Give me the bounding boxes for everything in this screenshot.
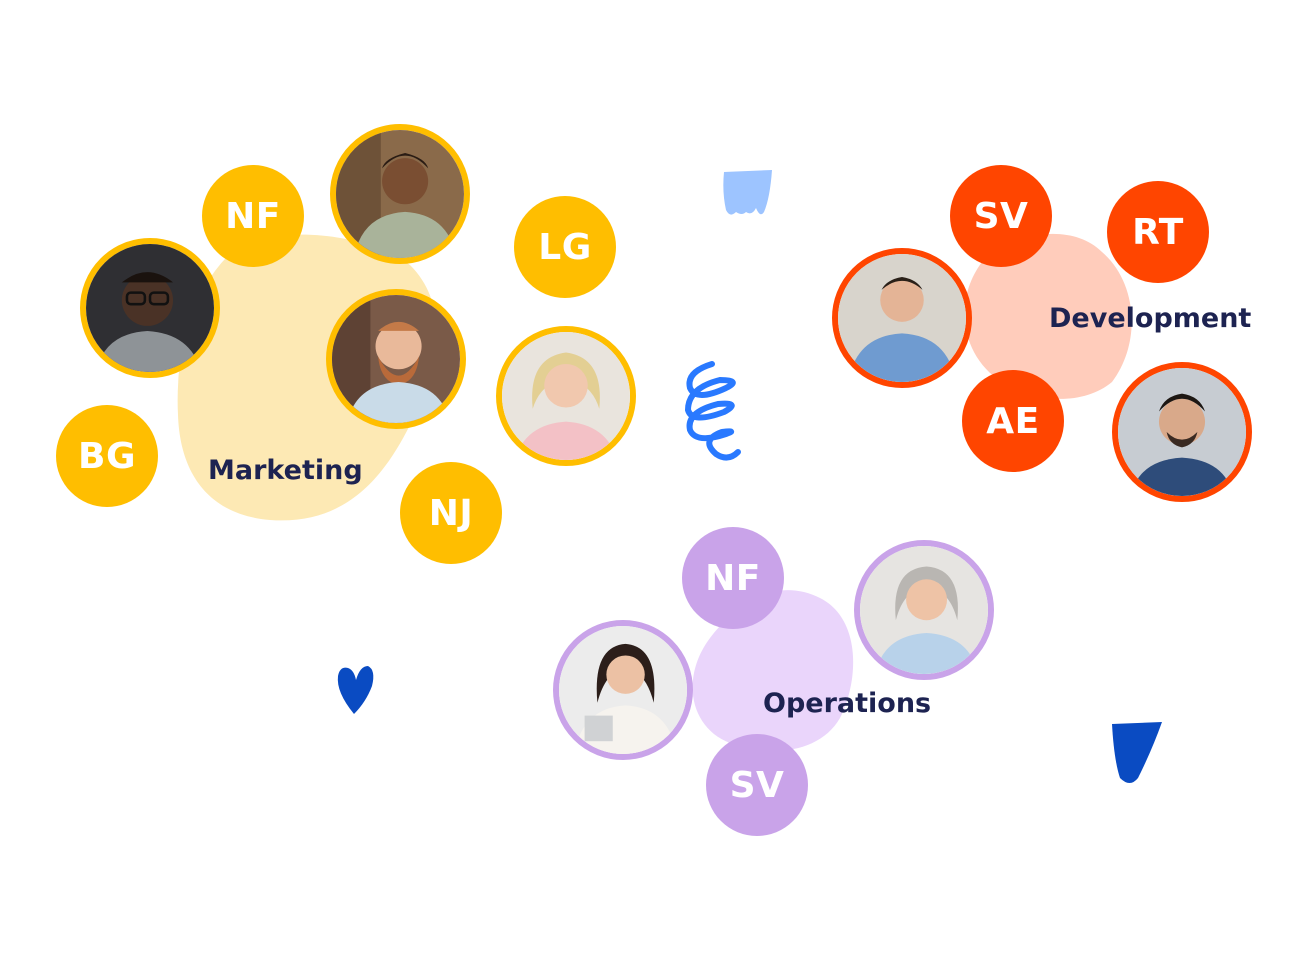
avatar-initials[interactable]: RT bbox=[1107, 181, 1209, 283]
initials-text: NF bbox=[705, 557, 761, 599]
team-label-marketing: Marketing bbox=[208, 455, 363, 486]
person-photo-icon bbox=[838, 254, 966, 382]
avatar-initials[interactable]: SV bbox=[706, 734, 808, 836]
initials-text: SV bbox=[729, 764, 785, 806]
initials-text: SV bbox=[973, 195, 1029, 237]
avatar-photo[interactable] bbox=[553, 620, 693, 760]
person-photo-icon bbox=[860, 546, 988, 674]
avatar-initials[interactable]: BG bbox=[56, 405, 158, 507]
team-label-operations: Operations bbox=[763, 688, 932, 719]
initials-text: LG bbox=[538, 226, 592, 268]
initials-text: NF bbox=[225, 195, 281, 237]
initials-text: AE bbox=[986, 400, 1040, 442]
avatar-initials[interactable]: NF bbox=[202, 165, 304, 267]
avatar-photo[interactable] bbox=[832, 248, 972, 388]
spiral-icon bbox=[684, 361, 741, 461]
avatar-photo[interactable] bbox=[80, 238, 220, 378]
avatar-initials[interactable]: NJ bbox=[400, 462, 502, 564]
avatar-photo[interactable] bbox=[326, 289, 466, 429]
initials-text: NJ bbox=[428, 492, 474, 534]
person-photo-icon bbox=[1118, 368, 1246, 496]
initials-text: RT bbox=[1132, 211, 1184, 253]
person-photo-icon bbox=[332, 295, 460, 423]
avatar-photo[interactable] bbox=[854, 540, 994, 680]
person-photo-icon bbox=[336, 130, 464, 258]
avatar-initials[interactable]: AE bbox=[962, 370, 1064, 472]
avatar-photo[interactable] bbox=[496, 326, 636, 466]
person-photo-icon bbox=[559, 626, 687, 754]
brush-stroke-icon bbox=[723, 170, 772, 215]
avatar-initials[interactable]: SV bbox=[950, 165, 1052, 267]
avatar-photo[interactable] bbox=[330, 124, 470, 264]
triangle-stroke-icon bbox=[1112, 722, 1162, 783]
development-blob bbox=[964, 233, 1132, 399]
person-photo-icon bbox=[502, 332, 630, 460]
avatar-initials[interactable]: NF bbox=[682, 527, 784, 629]
operations-blob bbox=[692, 590, 854, 751]
avatar-photo[interactable] bbox=[1112, 362, 1252, 502]
person-photo-icon bbox=[86, 244, 214, 372]
initials-text: BG bbox=[78, 435, 136, 477]
avatar-initials[interactable]: LG bbox=[514, 196, 616, 298]
team-label-development: Development bbox=[1049, 303, 1252, 334]
heart-icon bbox=[337, 666, 374, 714]
